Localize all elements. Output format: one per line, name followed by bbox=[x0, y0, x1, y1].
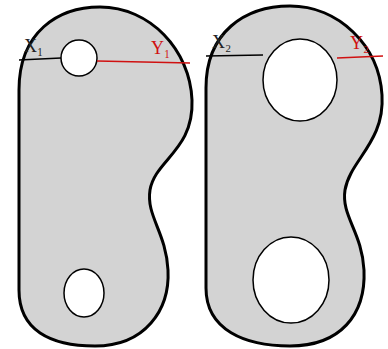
y2-curve bbox=[337, 56, 383, 58]
curve-label: X₂ bbox=[212, 33, 231, 51]
right-surface bbox=[206, 6, 382, 346]
x2-curve bbox=[206, 55, 263, 56]
curve-label: Y₁ bbox=[151, 39, 170, 57]
x1-curve bbox=[19, 58, 61, 60]
right-lower-hole bbox=[253, 237, 329, 323]
y1-curve bbox=[97, 61, 190, 63]
left-surface bbox=[19, 7, 192, 346]
curve-label: Y₂ bbox=[350, 34, 369, 52]
left-lower-hole bbox=[64, 269, 104, 317]
right-upper-hole bbox=[263, 39, 337, 121]
left-upper-hole bbox=[61, 40, 97, 76]
curve-label: X₁ bbox=[24, 37, 43, 55]
